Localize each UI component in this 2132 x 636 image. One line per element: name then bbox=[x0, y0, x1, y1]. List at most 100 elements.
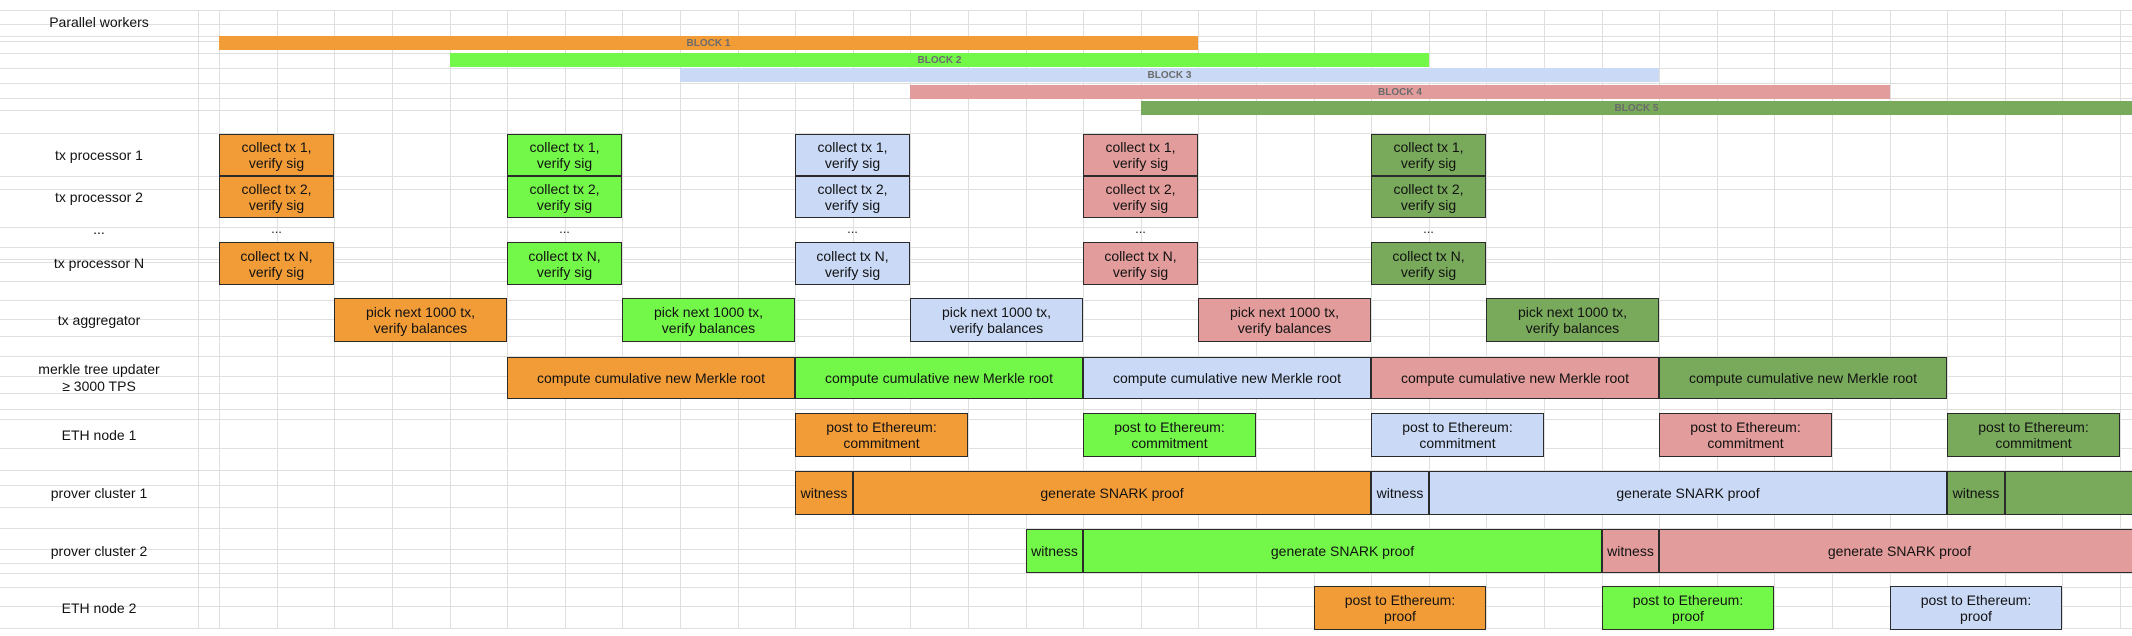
grid-row-line bbox=[0, 356, 2132, 357]
grid-column-line bbox=[277, 10, 278, 628]
grid-row-line bbox=[0, 83, 2132, 84]
collect-tx2-block1: collect tx 2, verify sig bbox=[219, 176, 334, 218]
row-label-tx2: tx processor 2 bbox=[55, 188, 143, 205]
grid-row-line bbox=[0, 189, 2132, 190]
collect-tx1-block3: collect tx 1, verify sig bbox=[795, 134, 910, 176]
merkle-block1: compute cumulative new Merkle root bbox=[507, 357, 795, 399]
header-title: Parallel workers bbox=[49, 13, 149, 30]
row-label-txdots: ... bbox=[93, 220, 105, 237]
block-bar-1: BLOCK 1 bbox=[219, 36, 1198, 50]
commit-block3: post to Ethereum: commitment bbox=[1371, 413, 1544, 457]
aggregate-block3: pick next 1000 tx, verify balances bbox=[910, 298, 1083, 342]
grid-row-line bbox=[0, 573, 2132, 574]
grid-column-line bbox=[1371, 10, 1372, 628]
witness-block1: witness bbox=[795, 471, 853, 515]
snark-block5 bbox=[2005, 471, 2132, 515]
row-label-txN: tx processor N bbox=[53, 254, 145, 271]
collect-tx1-block1: collect tx 1, verify sig bbox=[219, 134, 334, 176]
block-bar-4: BLOCK 4 bbox=[910, 85, 1890, 99]
collect-txN-block5: collect tx N, verify sig bbox=[1371, 242, 1486, 285]
commit-block2: post to Ethereum: commitment bbox=[1083, 413, 1256, 457]
grid-row-line bbox=[0, 409, 2132, 410]
collect-tx1-block2: collect tx 1, verify sig bbox=[507, 134, 622, 176]
collect-dots-block2: ... bbox=[559, 221, 570, 236]
aggregate-block5: pick next 1000 tx, verify balances bbox=[1486, 298, 1659, 342]
grid-column-line bbox=[795, 10, 796, 628]
snark-block4: generate SNARK proof bbox=[1659, 529, 2132, 573]
grid-row-line bbox=[0, 470, 2132, 471]
aggregate-block4: pick next 1000 tx, verify balances bbox=[1198, 298, 1371, 342]
grid-column-line bbox=[1429, 10, 1430, 628]
merkle-block5: compute cumulative new Merkle root bbox=[1659, 357, 1947, 399]
row-label-agg: tx aggregator bbox=[57, 311, 141, 328]
grid-row-line bbox=[0, 281, 2132, 282]
grid-column-line bbox=[1947, 10, 1948, 628]
row-label-eth1: ETH node 1 bbox=[61, 426, 137, 443]
grid-row-line bbox=[0, 10, 2132, 11]
grid-column-line bbox=[1659, 10, 1660, 628]
grid-column-line bbox=[565, 10, 566, 628]
grid-column-line bbox=[198, 10, 199, 628]
collect-tx1-block5: collect tx 1, verify sig bbox=[1371, 134, 1486, 176]
collect-tx2-block3: collect tx 2, verify sig bbox=[795, 176, 910, 218]
collect-dots-block5: ... bbox=[1423, 221, 1434, 236]
collect-tx1-block4: collect tx 1, verify sig bbox=[1083, 134, 1198, 176]
snark-block1: generate SNARK proof bbox=[853, 471, 1371, 515]
grid-column-line bbox=[1774, 10, 1775, 628]
grid-column-line bbox=[1083, 10, 1084, 628]
collect-dots-block1: ... bbox=[271, 221, 282, 236]
snark-block3: generate SNARK proof bbox=[1429, 471, 1947, 515]
commit-block1: post to Ethereum: commitment bbox=[795, 413, 968, 457]
grid-column-line bbox=[1890, 10, 1891, 628]
witness-block4: witness bbox=[1602, 529, 1659, 573]
grid-column-line bbox=[507, 10, 508, 628]
grid-column-line bbox=[2062, 10, 2063, 628]
block-bar-5: BLOCK 5 bbox=[1141, 101, 2132, 115]
grid-row-line bbox=[0, 227, 2132, 228]
grid-row-line bbox=[0, 176, 2132, 177]
grid-row-line bbox=[0, 528, 2132, 529]
merkle-block2: compute cumulative new Merkle root bbox=[795, 357, 1083, 399]
grid-column-line bbox=[1141, 10, 1142, 628]
commit-block4: post to Ethereum: commitment bbox=[1659, 413, 1832, 457]
grid-column-line bbox=[1832, 10, 1833, 628]
grid-row-line bbox=[0, 628, 2132, 629]
collect-txN-block2: collect tx N, verify sig bbox=[507, 242, 622, 285]
grid-column-line bbox=[2005, 10, 2006, 628]
collect-tx2-block4: collect tx 2, verify sig bbox=[1083, 176, 1198, 218]
collect-txN-block1: collect tx N, verify sig bbox=[219, 242, 334, 285]
collect-tx2-block5: collect tx 2, verify sig bbox=[1371, 176, 1486, 218]
proof-post-block2: post to Ethereum: proof bbox=[1602, 586, 1774, 630]
collect-tx2-block2: collect tx 2, verify sig bbox=[507, 176, 622, 218]
grid-row-line bbox=[0, 259, 2132, 260]
grid-row-line bbox=[0, 247, 2132, 248]
row-label-prover1: prover cluster 1 bbox=[50, 484, 148, 501]
grid-row-line bbox=[0, 24, 2132, 25]
grid-column-line bbox=[853, 10, 854, 628]
witness-block3: witness bbox=[1371, 471, 1429, 515]
block-bar-2: BLOCK 2 bbox=[450, 53, 1429, 67]
grid-column-line bbox=[1717, 10, 1718, 628]
merkle-block3: compute cumulative new Merkle root bbox=[1083, 357, 1371, 399]
proof-post-block3: post to Ethereum: proof bbox=[1890, 586, 2062, 630]
merkle-block4: compute cumulative new Merkle root bbox=[1371, 357, 1659, 399]
snark-block2: generate SNARK proof bbox=[1083, 529, 1602, 573]
grid-row-line bbox=[0, 133, 2132, 134]
witness-block5: witness bbox=[1947, 471, 2005, 515]
grid-column-line bbox=[2120, 10, 2121, 628]
grid-row-line bbox=[0, 448, 2132, 449]
collect-txN-block4: collect tx N, verify sig bbox=[1083, 242, 1198, 285]
collect-dots-block3: ... bbox=[847, 221, 858, 236]
grid-row-line bbox=[0, 110, 2132, 111]
collect-dots-block4: ... bbox=[1135, 221, 1146, 236]
row-label-tx1: tx processor 1 bbox=[55, 146, 143, 163]
proof-post-block1: post to Ethereum: proof bbox=[1314, 586, 1486, 630]
collect-txN-block3: collect tx N, verify sig bbox=[795, 242, 910, 285]
row-label-merkle: merkle tree updater ≥ 3000 TPS bbox=[38, 361, 160, 394]
grid-row-line bbox=[0, 262, 2132, 263]
aggregate-block1: pick next 1000 tx, verify balances bbox=[334, 298, 507, 342]
grid-row-line bbox=[0, 419, 2132, 420]
commit-block5: post to Ethereum: commitment bbox=[1947, 413, 2120, 457]
aggregate-block2: pick next 1000 tx, verify balances bbox=[622, 298, 795, 342]
